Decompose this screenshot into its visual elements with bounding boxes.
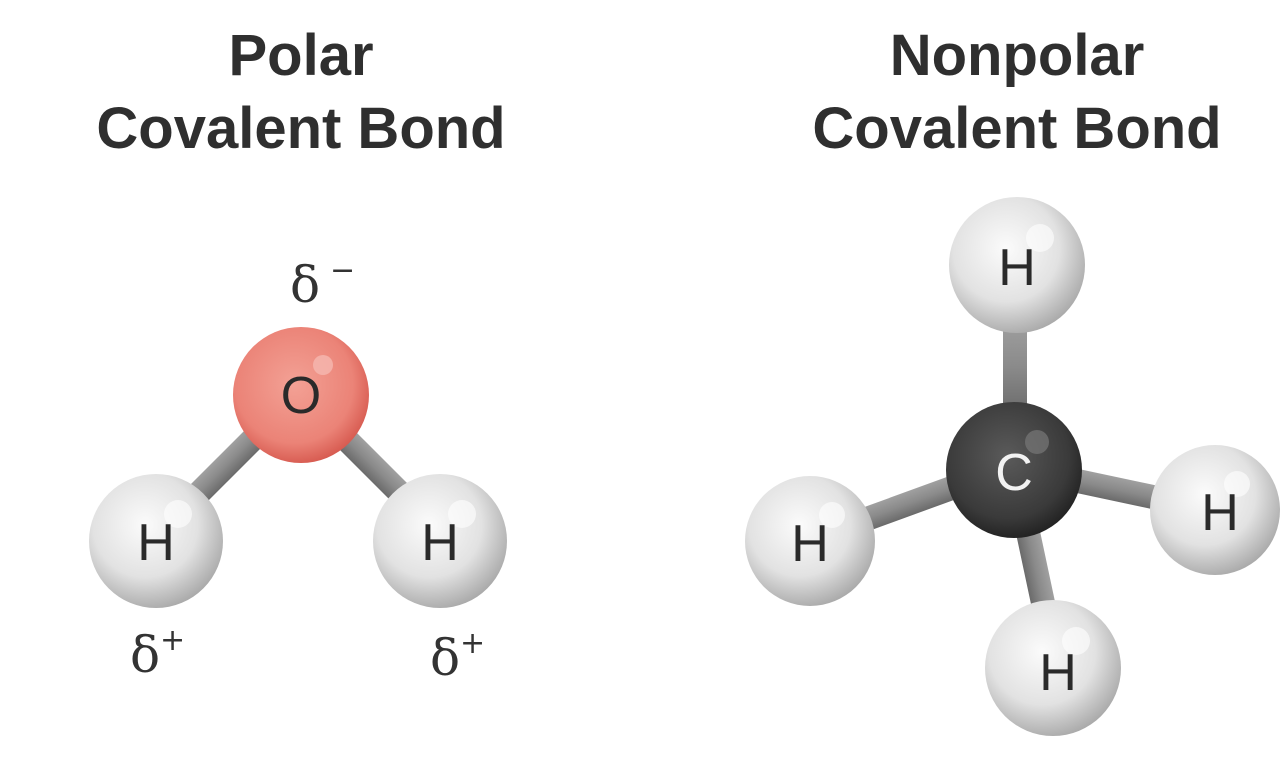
svg-text:δ: δ: [130, 626, 160, 684]
polar-title-line1: Polar: [228, 23, 373, 88]
svg-text:+: +: [460, 626, 485, 661]
partial-positive-charge-right: δ +: [430, 626, 485, 687]
svg-text:δ: δ: [430, 629, 460, 687]
hydrogen-label: H: [998, 239, 1036, 297]
nonpolar-title-line2: Covalent Bond: [812, 96, 1221, 161]
hydrogen-atom-right-methane: H: [1150, 445, 1280, 575]
partial-positive-charge-left: δ +: [130, 623, 185, 684]
nonpolar-title-line1: Nonpolar: [890, 23, 1145, 88]
oxygen-label: O: [281, 367, 321, 425]
hydrogen-atom-bottom: H: [985, 600, 1121, 736]
hydrogen-atom-top: H: [949, 197, 1085, 333]
svg-text:δ: δ: [290, 256, 320, 314]
hydrogen-label: H: [1201, 484, 1239, 542]
hydrogen-label: H: [1039, 644, 1077, 702]
carbon-label: C: [995, 444, 1033, 502]
svg-text:−: −: [330, 253, 355, 288]
hydrogen-atom-right: H: [373, 474, 507, 608]
partial-negative-charge: δ −: [290, 253, 355, 314]
hydrogen-label: H: [421, 514, 459, 572]
oxygen-atom: O: [233, 327, 369, 463]
bond-c-h-top: [1003, 320, 1027, 415]
svg-text:+: +: [160, 623, 185, 658]
hydrogen-atom-left-methane: H: [745, 476, 875, 606]
hydrogen-atom-left: H: [89, 474, 223, 608]
polar-title-line2: Covalent Bond: [96, 96, 505, 161]
hydrogen-label: H: [791, 515, 829, 573]
bond-c-h-bottom: [1012, 513, 1060, 627]
hydrogen-label: H: [137, 514, 175, 572]
carbon-atom: C: [946, 402, 1082, 538]
